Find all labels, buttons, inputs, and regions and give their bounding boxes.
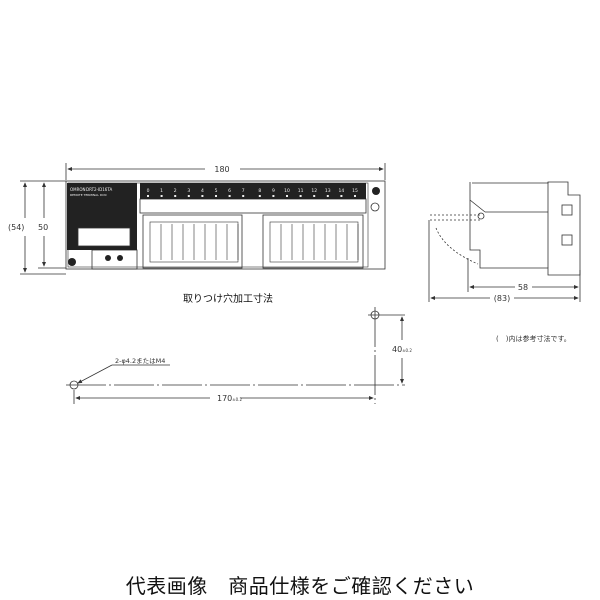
channel-led	[340, 195, 343, 197]
channel-number: 3	[187, 188, 190, 194]
channel-led	[215, 195, 217, 197]
channel-led	[299, 195, 302, 197]
reference-note: ( )内は参考寸法です。	[496, 334, 571, 343]
channel-led	[187, 195, 190, 197]
dim-170: 170±0.2	[217, 394, 242, 403]
channel-led	[160, 195, 163, 197]
sub-label: REMOTE TERMINAL DCN	[70, 193, 106, 197]
channel-number: 15	[352, 188, 358, 194]
model-label: DRT2-ID16TA	[86, 187, 112, 192]
dim-50: 50	[38, 223, 48, 232]
channel-number: 6	[228, 188, 231, 194]
channel-number: 10	[284, 188, 290, 194]
terminal-connector	[77, 227, 131, 247]
screw-hole-left	[68, 258, 76, 266]
dim-height-lines	[20, 180, 66, 275]
screw-hole-right	[372, 187, 380, 195]
hole-note: 2-φ4.2またはM4	[115, 357, 165, 365]
channel-number: 1	[160, 188, 163, 194]
mounting-title: 取りつけ穴加工寸法	[183, 292, 273, 305]
channel-led	[313, 195, 316, 197]
channel-number: 8	[258, 188, 261, 194]
channel-number: 9	[272, 188, 275, 194]
dim-83-ref: (83)	[494, 294, 510, 303]
channel-number: 5	[215, 188, 218, 194]
channel-number: 0	[147, 188, 150, 194]
dim-180: 180	[214, 165, 229, 174]
channel-led	[272, 195, 275, 197]
channel-number: 2	[174, 188, 177, 194]
channel-led	[286, 195, 288, 197]
channel-led	[242, 195, 245, 197]
brand-label: OMRON	[70, 187, 86, 192]
channel-led	[258, 195, 261, 197]
channel-number: 11	[298, 188, 304, 194]
channel-led	[354, 195, 356, 197]
caption: 代表画像 商品仕様をご確認ください	[125, 574, 475, 598]
mounting-hole-diagram	[66, 307, 405, 404]
channel-led	[147, 195, 149, 197]
dim-40: 40±0.2	[392, 345, 412, 354]
dim-180-line	[65, 163, 386, 180]
channel-number: 14	[339, 188, 345, 194]
dim-side-lines	[428, 220, 581, 302]
device-side-view	[430, 181, 581, 276]
dim-54-ref: (54)	[8, 223, 24, 232]
channel-led	[326, 195, 329, 197]
channel-led	[174, 195, 177, 197]
channel-led	[228, 195, 231, 197]
channel-number: 7	[242, 188, 245, 194]
dim-58: 58	[518, 283, 528, 292]
channel-number: 12	[311, 188, 317, 194]
channel-number: 13	[325, 188, 331, 194]
channel-led	[201, 195, 204, 197]
channel-number: 4	[201, 188, 204, 194]
